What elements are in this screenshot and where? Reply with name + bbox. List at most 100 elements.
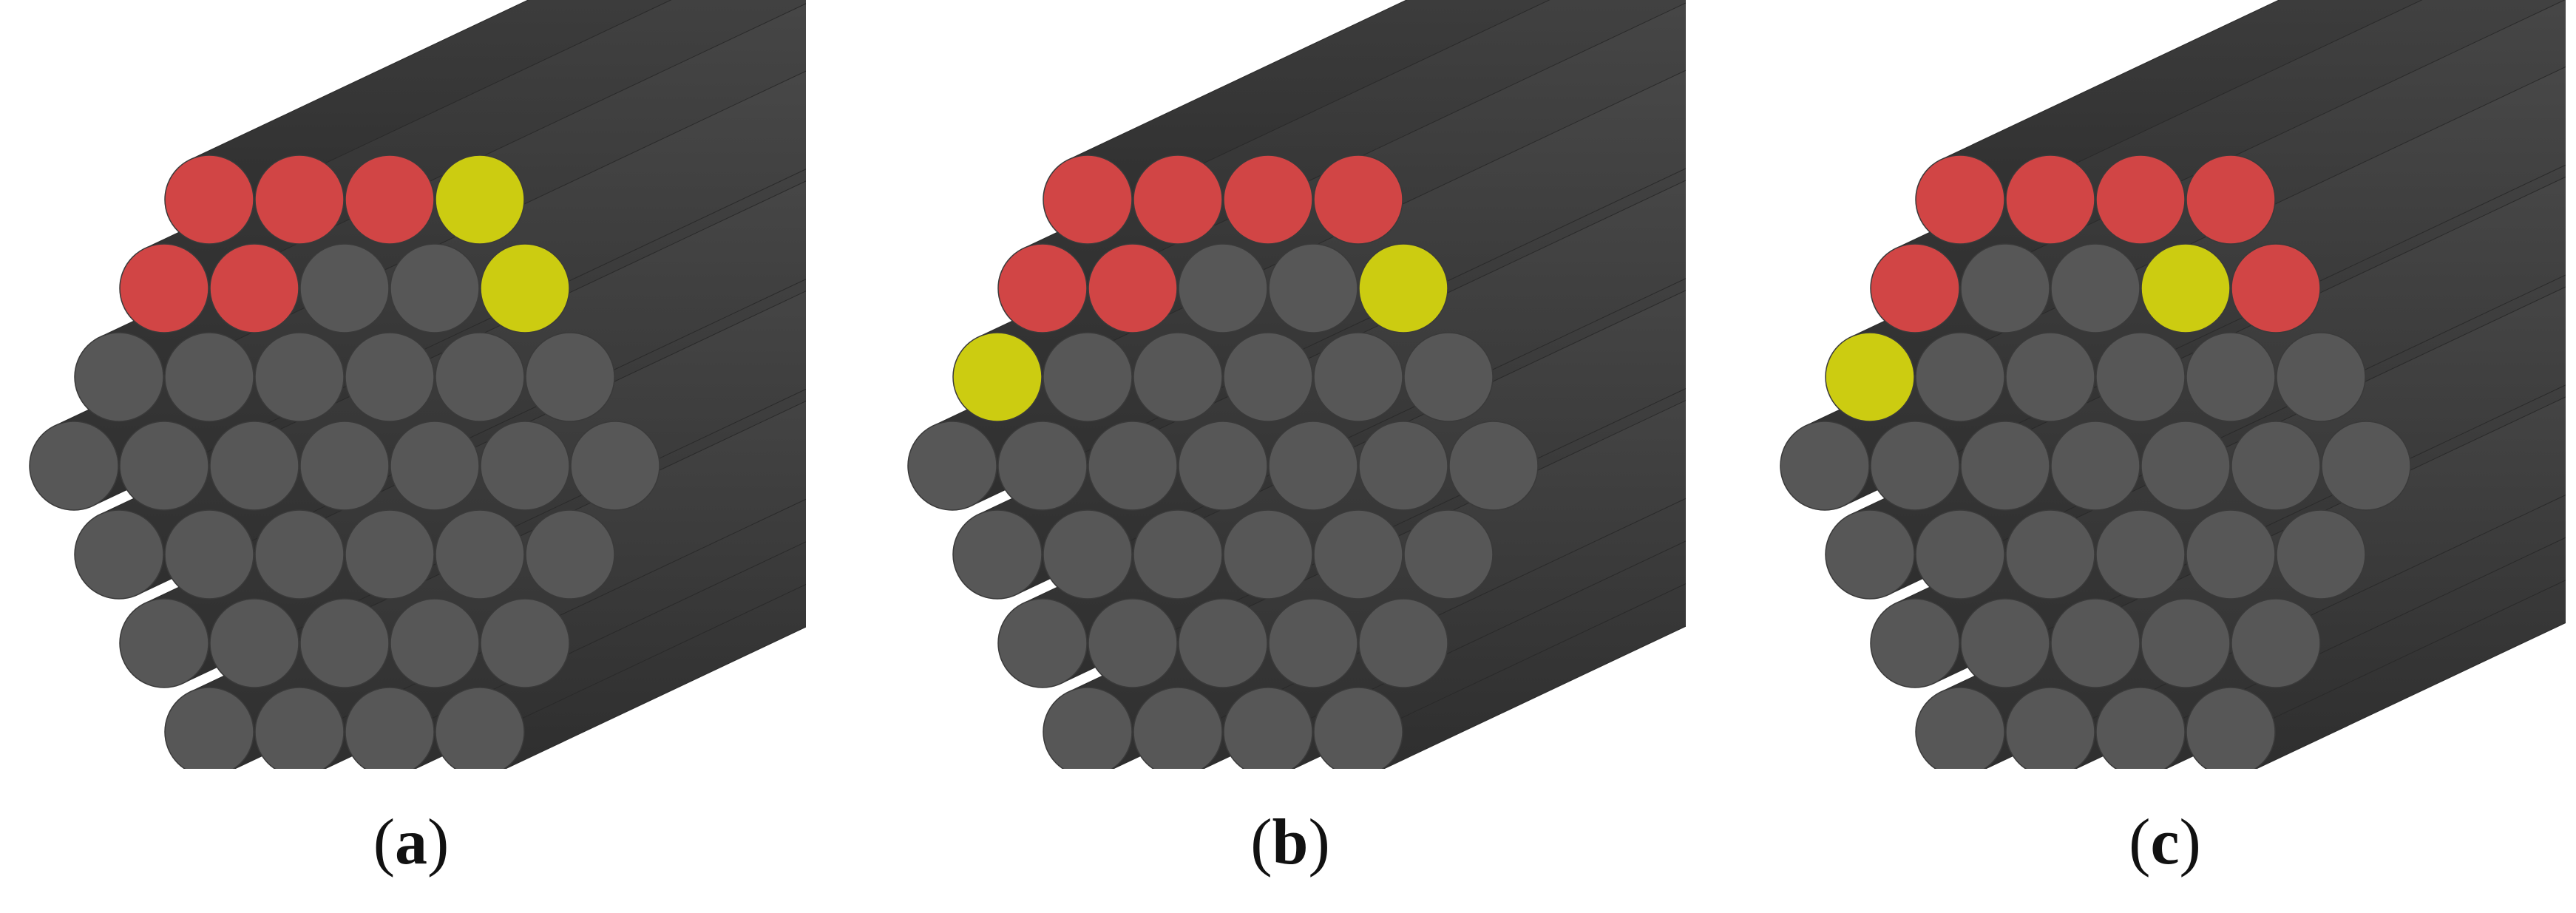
rod-end-gray	[2005, 332, 2095, 422]
rod-end-gray	[1915, 332, 2005, 422]
rod-end-gray	[1960, 243, 2050, 333]
rod-end-gray	[390, 421, 480, 511]
rod-end-gray	[299, 243, 390, 333]
rod-end-yellow	[435, 155, 525, 245]
caption-a-letter: a	[395, 807, 427, 878]
rod-end-gray	[1448, 421, 1539, 511]
rod-end-gray	[345, 509, 435, 600]
rod-end-gray	[2141, 421, 2231, 511]
rod-end-red	[997, 243, 1088, 333]
rod-end-gray	[2005, 509, 2095, 600]
rod-end-gray	[1133, 687, 1223, 769]
rod-end-gray	[435, 332, 525, 422]
rod-end-gray	[1223, 509, 1313, 600]
rod-end-gray	[2276, 332, 2366, 422]
rod-end-gray	[480, 421, 570, 511]
rod-end-gray	[952, 509, 1043, 600]
rod-end-gray	[1358, 421, 1448, 511]
rod-end-gray	[2095, 687, 2186, 769]
rod-end-gray	[254, 509, 345, 600]
rod-end-gray	[164, 687, 254, 769]
rod-end-gray	[1960, 598, 2050, 688]
rod-end-gray	[345, 332, 435, 422]
rod-end-gray	[435, 687, 525, 769]
rod-bundle-b	[907, 0, 1686, 769]
panel-a	[29, 0, 806, 769]
rod-end-gray	[1043, 332, 1133, 422]
rod-end-gray	[1223, 332, 1313, 422]
rod-end-red	[2095, 155, 2186, 245]
rod-end-gray	[997, 598, 1088, 688]
rod-end-gray	[1043, 687, 1133, 769]
caption-c-letter: c	[2150, 807, 2179, 878]
rod-end-gray	[2095, 332, 2186, 422]
rod-end-gray	[1178, 243, 1268, 333]
rod-end-gray	[2186, 687, 2276, 769]
rod-end-gray	[1088, 421, 1178, 511]
rod-end-gray	[1313, 509, 1403, 600]
rod-end-gray	[1088, 598, 1178, 688]
rod-end-yellow	[480, 243, 570, 333]
panel-c	[1780, 0, 2566, 769]
rod-end-gray	[119, 421, 209, 511]
rod-end-gray	[1133, 332, 1223, 422]
rod-end-gray	[119, 598, 209, 688]
rod-end-gray	[1268, 598, 1358, 688]
rod-end-gray	[1960, 421, 2050, 511]
rod-end-gray	[2141, 598, 2231, 688]
rod-end-red	[345, 155, 435, 245]
rod-end-gray	[1133, 509, 1223, 600]
rod-end-gray	[254, 687, 345, 769]
rod-end-red	[1043, 155, 1133, 245]
rod-end-red	[164, 155, 254, 245]
rod-end-gray	[570, 421, 660, 511]
rod-end-gray	[1043, 509, 1133, 600]
rod-end-yellow	[2141, 243, 2231, 333]
panel-b	[907, 0, 1686, 769]
rod-end-red	[2231, 243, 2321, 333]
rod-end-gray	[1178, 598, 1268, 688]
rod-end-red	[2005, 155, 2095, 245]
rod-end-red	[1915, 155, 2005, 245]
rod-end-gray	[907, 421, 997, 511]
rod-end-gray	[997, 421, 1088, 511]
rod-end-gray	[2276, 509, 2366, 600]
rod-end-yellow	[952, 332, 1043, 422]
rod-end-gray	[164, 332, 254, 422]
rod-end-gray	[2231, 598, 2321, 688]
rod-end-gray	[1403, 332, 1494, 422]
rod-end-gray	[2050, 243, 2141, 333]
rod-end-gray	[1223, 687, 1313, 769]
rod-end-gray	[2050, 421, 2141, 511]
rod-end-gray	[1268, 421, 1358, 511]
rod-end-red	[254, 155, 345, 245]
rod-end-gray	[74, 332, 164, 422]
rod-end-yellow	[1825, 332, 1915, 422]
rod-end-red	[1870, 243, 1960, 333]
rod-end-gray	[2005, 687, 2095, 769]
rod-end-gray	[1780, 421, 1870, 511]
rod-end-gray	[1313, 332, 1403, 422]
rod-end-gray	[2231, 421, 2321, 511]
rod-end-gray	[74, 509, 164, 600]
caption-a: (a)	[373, 807, 450, 878]
caption-b: (b)	[1250, 807, 1330, 878]
rod-end-red	[119, 243, 209, 333]
rod-end-gray	[299, 598, 390, 688]
rod-end-gray	[480, 598, 570, 688]
rod-bundle-a	[29, 0, 806, 769]
caption-b-letter: b	[1272, 807, 1309, 878]
rod-end-gray	[1403, 509, 1494, 600]
caption-c: (c)	[2129, 807, 2201, 878]
rod-end-gray	[2095, 509, 2186, 600]
rod-end-gray	[2050, 598, 2141, 688]
rod-end-yellow	[1358, 243, 1448, 333]
rod-end-gray	[2186, 509, 2276, 600]
rod-end-gray	[390, 598, 480, 688]
rod-end-gray	[1358, 598, 1448, 688]
rod-end-gray	[1268, 243, 1358, 333]
rod-end-red	[1313, 155, 1403, 245]
rod-end-red	[2186, 155, 2276, 245]
rod-end-gray	[525, 509, 615, 600]
rod-end-gray	[164, 509, 254, 600]
